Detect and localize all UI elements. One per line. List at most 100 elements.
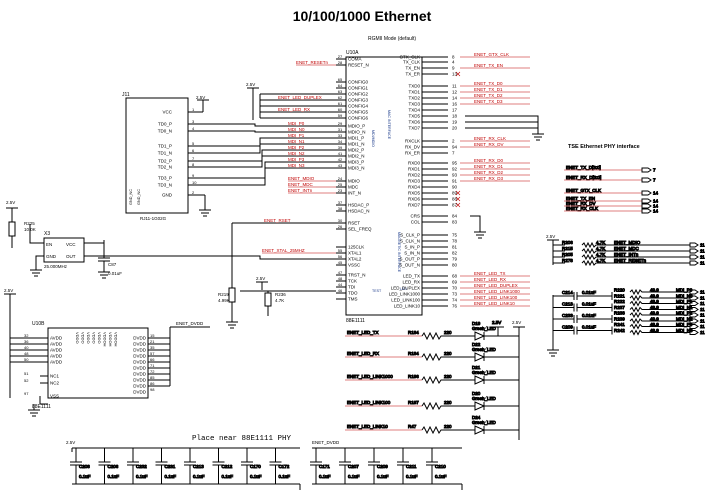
u10a-right-net-label: ENET_TX_D2 [474, 93, 503, 98]
u10a-right-net-label: ENET_RX_D3 [474, 176, 504, 181]
decap-ref: C170 [250, 464, 261, 469]
term-pin-num: 11 [700, 330, 705, 335]
j11-pin-name: TD2_P [158, 159, 172, 164]
pullup-ref: R215 [562, 246, 573, 251]
term-cap-symbol [553, 326, 613, 335]
term-cap-ref: C213 [562, 302, 573, 307]
u10a-right-pin-num: 73 [452, 292, 458, 297]
u10b-right-pin-name: DVDD [133, 378, 147, 383]
term-resistor [629, 317, 690, 325]
u10a-right-net-label: ENET_RX_D0 [474, 158, 504, 163]
u10a-right-pin-name: TX_CLK [403, 60, 420, 65]
u10b-left-pin-num: 97 [24, 391, 29, 396]
u10a-right-pin-num: 75 [452, 233, 458, 238]
u10a-left-pin-num: 33 [338, 133, 343, 138]
u10a-left-pin-name: CONFIG5 [348, 110, 368, 115]
u10a-left-pin-name: CONFIG3 [348, 98, 368, 103]
u10a-right-pin-num: 69 [452, 280, 458, 285]
placement-note: Place near 88E1111 PHY [192, 435, 292, 443]
u10a-left-pin-name: TMS [348, 297, 358, 302]
u10b-vddo-label: VDDO [81, 332, 86, 344]
decap-value: 0.1uF [222, 474, 234, 479]
u10a-left-pin-name: RSET [348, 221, 360, 226]
u10a-right-net-label: ENET_TX_D1 [474, 87, 503, 92]
j11-pin-num: 6 [192, 148, 195, 153]
tse-pin-num: 7 [653, 168, 656, 173]
u10a-left-pin-name: CONFIG1 [348, 86, 368, 91]
led-net-label: ENET_LED_LINK1000 [347, 374, 393, 379]
u10a-left-pin-num: 46 [338, 288, 343, 293]
u10a-right-pin-num: 78 [452, 239, 458, 244]
tse-port-arrow [641, 203, 652, 209]
u10a-right-pin-name: LED_TX [403, 274, 420, 279]
u10a-right-pin-name: S_OUT_N [399, 263, 420, 268]
u10a-left-pin-name: TDO [348, 291, 358, 296]
u10a-right-pin-num: 14 [452, 96, 458, 101]
u10a-right-net-label: ENET_RX_CLK [474, 136, 506, 141]
decap-ref: C207 [348, 464, 359, 469]
u10a-left-pin-name: MDI2_N [348, 154, 365, 159]
decap-rail-b: ENET_DVDD [312, 440, 340, 445]
u10a-left-net-label: ENET_RSET [264, 218, 291, 223]
u10a-right-pin-num: 17 [452, 108, 458, 113]
u10a-left-pin-num: 26 [338, 224, 343, 229]
x3-pin-gnd: GND [46, 254, 57, 259]
u10b-left-pin-name: NC1 [50, 374, 59, 379]
j11-pin-num: 8 [192, 162, 195, 167]
u10a-left-net-label: MDI_P1 [288, 133, 305, 138]
u10a-left-pin-name: HSDAC_P [348, 203, 369, 208]
u10b-left-pin-num: 52 [24, 378, 29, 383]
term-pin-num: 11 [700, 301, 705, 306]
u10a-left-pin-num: 41 [338, 151, 343, 156]
u10a-left-pin-name: MDIO_N [348, 130, 366, 135]
u10b-vddo-label: VDDOH [103, 332, 108, 347]
j11-pin-name: TD0_N [158, 129, 172, 134]
term-cap-value: 0.01uF [582, 313, 596, 318]
u10a-left-pin-num: 39 [338, 145, 343, 150]
term-resistor-ref: R220 [614, 288, 625, 293]
u10a-right-pin-name: S_IN_P [404, 245, 420, 250]
u10a-left-net-label: MDI_P2 [288, 145, 305, 150]
tse-title: TSE Ethernet PHY interface [568, 144, 640, 150]
u10a-left-pin-num: 63 [338, 89, 343, 94]
term-resistor [629, 300, 690, 307]
decap-value: 0.1uF [108, 474, 120, 479]
led-value: Green_LED [472, 370, 497, 375]
u10a-left-pin-num: 47 [338, 270, 343, 275]
term-pin-num: 11 [700, 290, 705, 295]
pullup-resistor [581, 259, 690, 267]
u10b-left-pin-name: AVDD [50, 348, 63, 353]
u10a-left-net-label: MDI_N3 [288, 163, 305, 168]
u10a-right-pin-num: 7 [452, 151, 455, 156]
led-resistor-value: 220 [444, 374, 452, 379]
u10a-right-pin-num: 80 [452, 263, 458, 268]
j11-pin-name: TD1_N [158, 151, 172, 156]
j11-body [125, 97, 189, 214]
term-net-label: MDI_P3 [676, 322, 693, 327]
term-pin-num: 11 [700, 324, 705, 329]
term-resistor-value: 49.9 [650, 322, 659, 327]
config-rail: 2.5V [246, 82, 255, 87]
term-resistor-value: 49.9 [650, 299, 659, 304]
tse-port-arrow [641, 167, 652, 173]
term-resistor-value: 49.9 [650, 311, 659, 316]
led-net-label: ENET_LED_RX [347, 351, 379, 356]
u10a-right-pin-num: 94 [452, 145, 458, 150]
u10a-left-pin-name: MDIO [348, 179, 360, 184]
u10a-right-pin-num: 87 [452, 203, 458, 208]
u10b-right-pin-num: 15 [150, 333, 155, 338]
u10b-vddo-label: VDDO [86, 332, 91, 344]
r236-value: 4.7K [275, 298, 284, 303]
u10a-right-net-label: ENET_GTX_CLK [474, 52, 509, 57]
u10a-right-pin-num: 16 [452, 102, 458, 107]
r219-ref: R219 [218, 292, 229, 297]
u10b-left-pin-name: NC2 [50, 381, 59, 386]
u10a-right-pin-name: RXD7 [408, 203, 421, 208]
decap-value: 0.1uF [377, 474, 389, 479]
u10b-right-pin-name: DVDD [133, 348, 147, 353]
tse-pin-num: 14 [653, 199, 659, 204]
nc-marker [455, 202, 461, 208]
term-resistor [629, 323, 690, 330]
decap-ref: C212 [222, 464, 233, 469]
u10a-left-pin-num: 60 [338, 107, 343, 112]
